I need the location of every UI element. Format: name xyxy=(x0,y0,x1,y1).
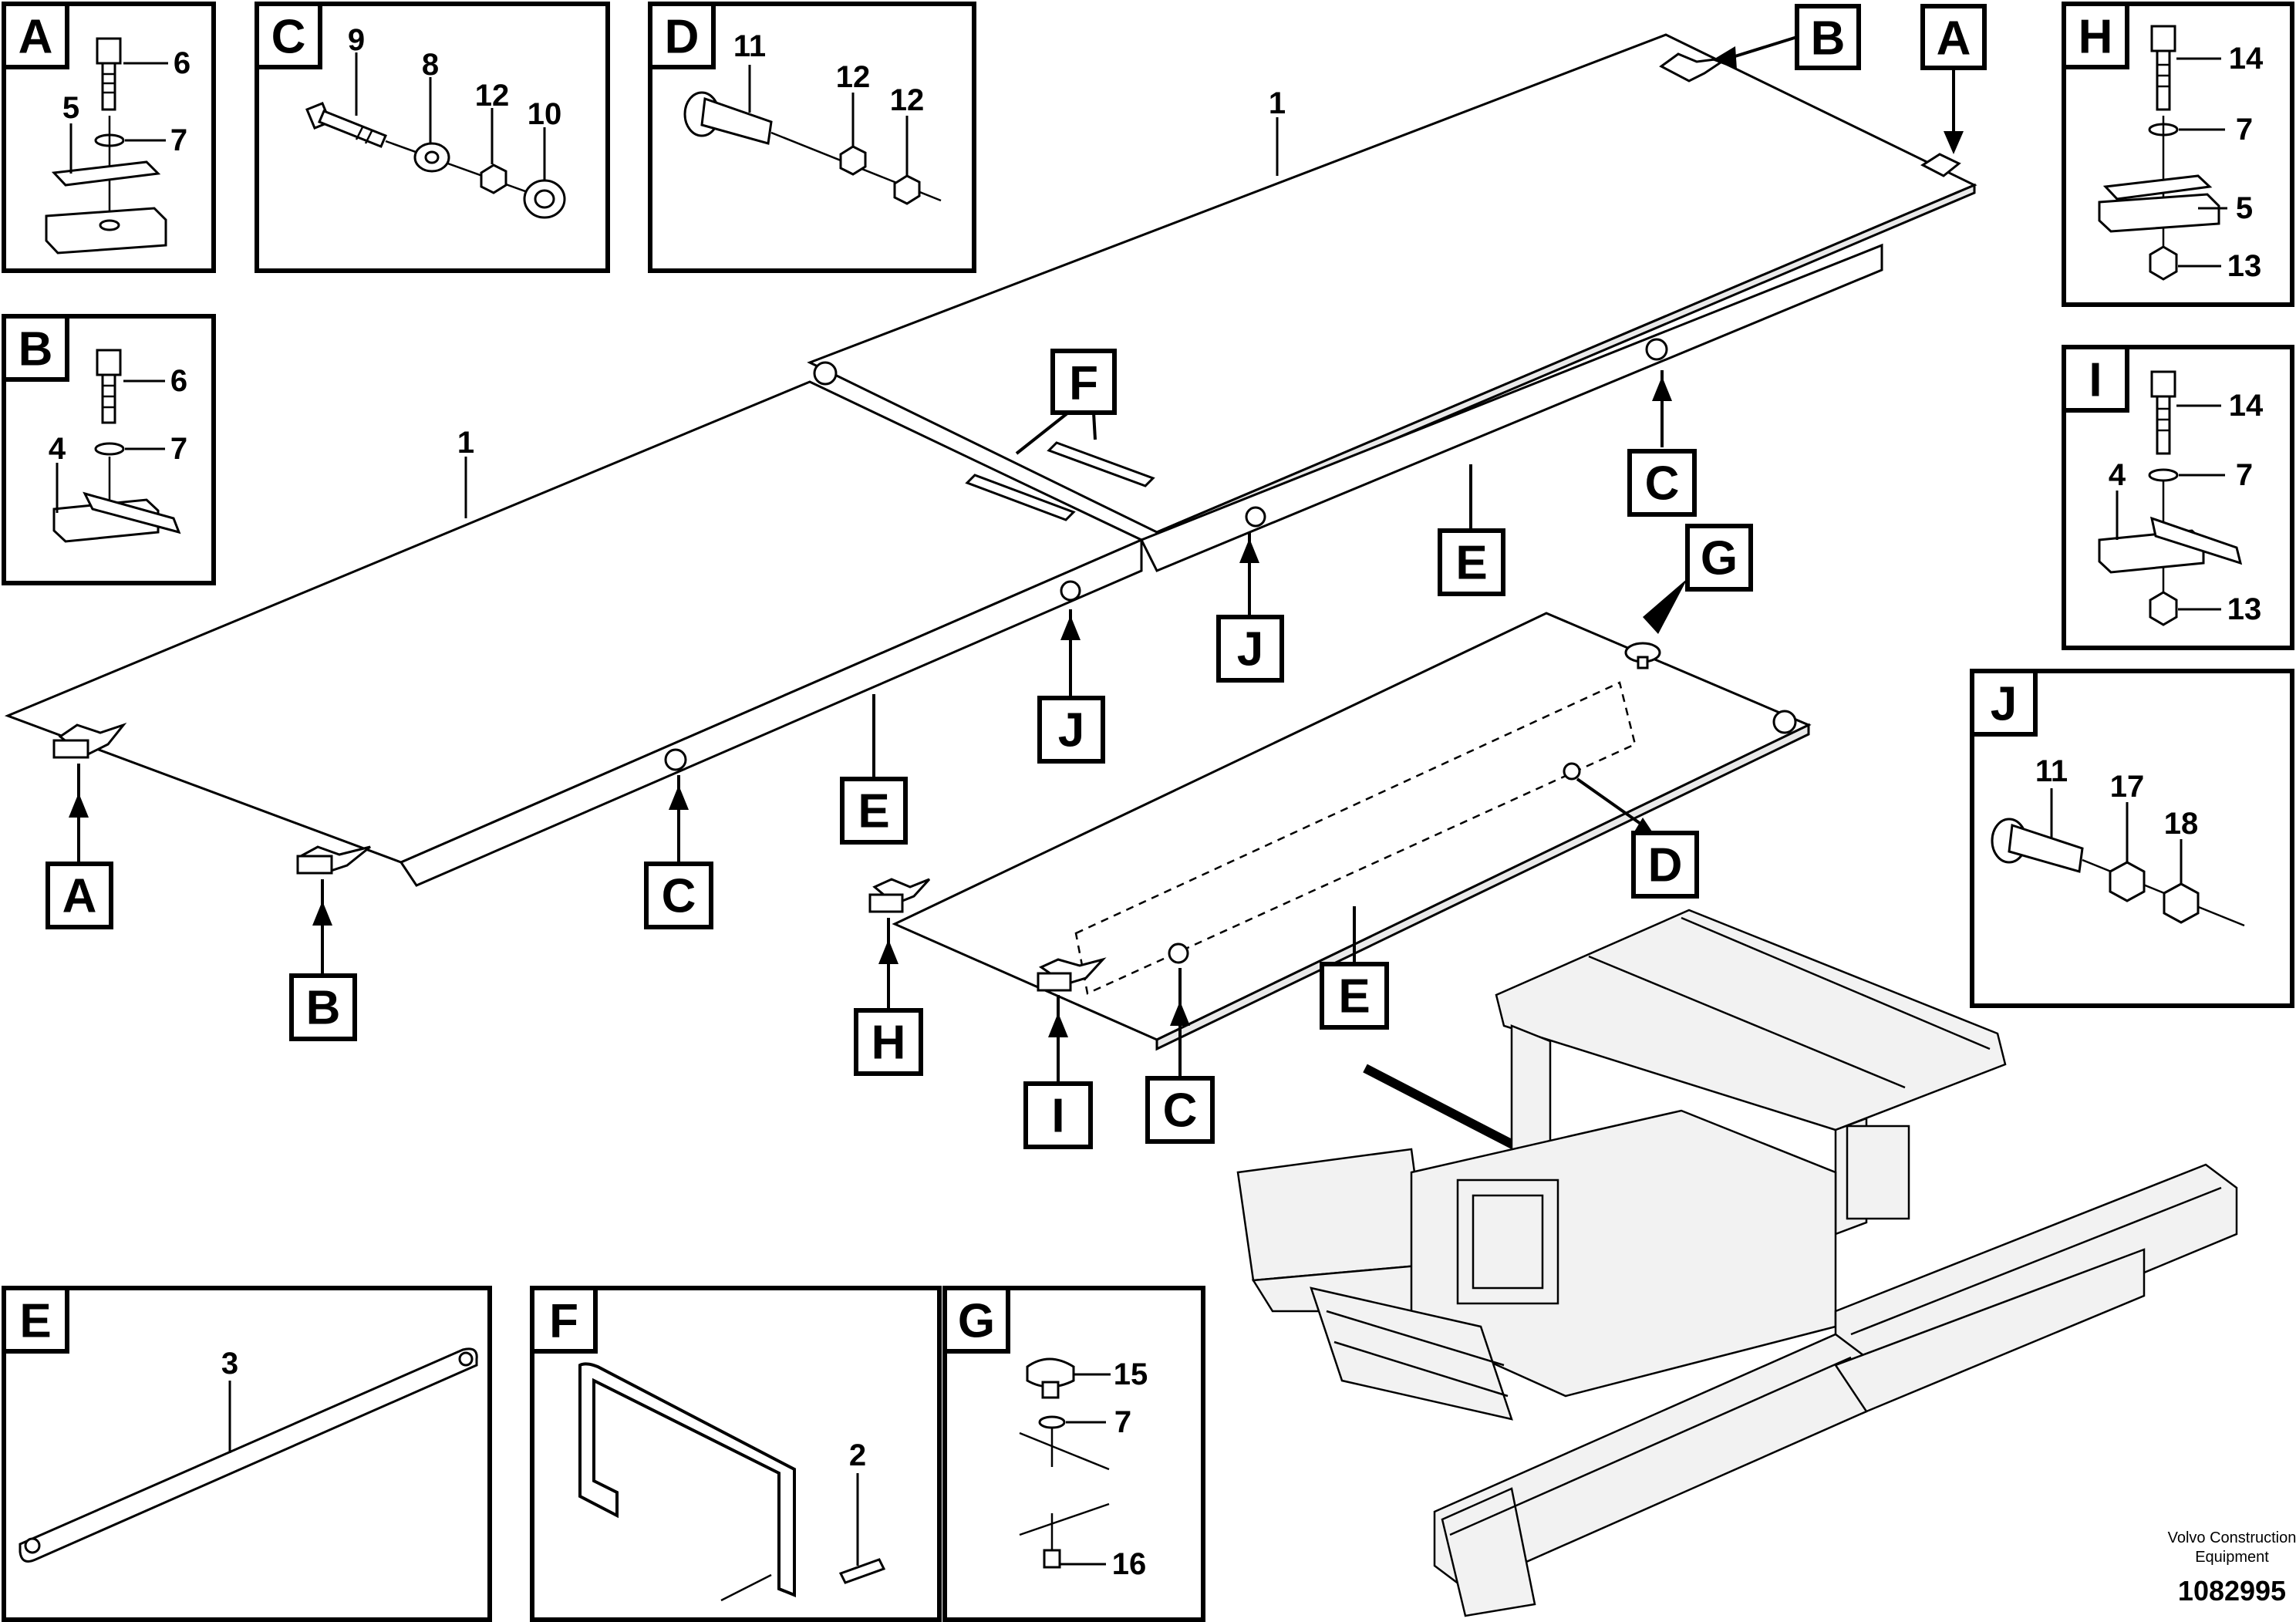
footer-brand-line2: Equipment xyxy=(2195,1549,2269,1566)
callout-j-right: J xyxy=(1237,623,1263,676)
detail-box-b-part-4: 4 xyxy=(49,432,66,466)
detail-box-d-part-12b: 12 xyxy=(890,83,925,117)
detail-box-h-part-14: 14 xyxy=(2229,42,2264,76)
detail-box-f-label: F xyxy=(549,1295,578,1348)
detail-box-h-part-7: 7 xyxy=(2236,113,2253,147)
detail-box-c-part-10: 10 xyxy=(528,97,562,131)
detail-box-d-part-12a: 12 xyxy=(836,60,871,94)
callout-b-top: B xyxy=(1811,12,1846,66)
callout-c-upper: C xyxy=(1645,457,1680,511)
detail-box-b: B 6 7 4 xyxy=(2,314,216,585)
callout-e-lower: E xyxy=(1338,970,1370,1023)
detail-box-a-part-5: 5 xyxy=(62,91,79,125)
callout-j-left: J xyxy=(1058,704,1084,757)
callout-e-upper: E xyxy=(1455,537,1487,590)
detail-box-b-label: B xyxy=(19,323,53,376)
footer-drawing-number: 1082995 xyxy=(2178,1575,2286,1607)
callout-g: G xyxy=(1701,532,1738,585)
detail-box-j-part-18: 18 xyxy=(2164,807,2199,841)
detail-box-h-part-5: 5 xyxy=(2236,191,2253,225)
callout-b-lower: B xyxy=(306,982,341,1035)
detail-box-d: D 11 12 12 xyxy=(648,2,976,273)
detail-box-i-label: I xyxy=(2089,354,2102,407)
main-part-1-lower: 1 xyxy=(457,426,474,460)
detail-box-d-part-11: 11 xyxy=(733,29,766,63)
detail-box-h-label: H xyxy=(2079,11,2113,64)
detail-box-g-part-15: 15 xyxy=(1114,1357,1148,1391)
callout-tags: B A F C E G J J E xyxy=(46,4,1987,1149)
detail-box-c: C 9 8 12 10 xyxy=(255,2,610,273)
detail-box-j-part-17: 17 xyxy=(2110,770,2145,804)
detail-box-c-label: C xyxy=(271,11,306,64)
detail-box-f: F 2 xyxy=(530,1286,942,1622)
detail-box-b-part-7: 7 xyxy=(170,432,187,466)
detail-box-g-label: G xyxy=(958,1295,995,1348)
callout-i: I xyxy=(1051,1090,1064,1143)
detail-box-c-part-12: 12 xyxy=(475,79,510,113)
detail-box-a-part-7: 7 xyxy=(170,123,187,157)
callout-c-lower: C xyxy=(1163,1084,1198,1138)
detail-box-a-label: A xyxy=(19,11,53,64)
callout-a-top: A xyxy=(1937,12,1971,66)
detail-box-j-label: J xyxy=(1991,678,2017,731)
detail-box-h: H 14 7 5 13 xyxy=(2062,2,2294,307)
detail-box-g-part-7: 7 xyxy=(1114,1405,1131,1439)
detail-box-i-part-4: 4 xyxy=(2109,458,2126,492)
drawing-footer: Volvo Construction Equipment 1082995 xyxy=(2168,1529,2296,1607)
detail-box-a-part-6: 6 xyxy=(174,46,190,80)
detail-box-c-part-8: 8 xyxy=(422,48,439,82)
callout-a-lower: A xyxy=(62,870,97,923)
detail-box-e-part-3: 3 xyxy=(221,1347,238,1381)
detail-box-g-part-16: 16 xyxy=(1112,1547,1147,1581)
detail-box-j-part-11: 11 xyxy=(2035,754,2068,788)
callout-c-left: C xyxy=(662,870,696,923)
detail-box-g: G 15 7 16 xyxy=(942,1286,1205,1622)
detail-box-e-label: E xyxy=(19,1295,51,1348)
detail-box-e: E 3 xyxy=(2,1286,492,1622)
detail-box-b-part-6: 6 xyxy=(170,364,187,398)
callout-d: D xyxy=(1648,839,1683,892)
paver-machine-illustration xyxy=(1236,909,2238,1617)
footer-brand-line1: Volvo Construction xyxy=(2168,1529,2296,1546)
callout-h: H xyxy=(872,1017,906,1070)
detail-box-d-label: D xyxy=(665,11,700,64)
detail-box-i-part-14: 14 xyxy=(2229,389,2264,423)
callout-f: F xyxy=(1069,357,1098,410)
main-part-1-upper: 1 xyxy=(1269,86,1286,120)
detail-box-i: I 14 7 4 13 xyxy=(2062,345,2294,650)
detail-box-i-part-7: 7 xyxy=(2236,458,2253,492)
detail-box-i-part-13: 13 xyxy=(2227,592,2262,626)
callout-e-left: E xyxy=(858,785,889,838)
detail-box-f-part-2: 2 xyxy=(849,1438,866,1472)
detail-box-c-part-9: 9 xyxy=(348,23,365,57)
detail-box-a: A 6 7 5 xyxy=(2,2,216,273)
detail-box-h-part-13: 13 xyxy=(2227,249,2262,283)
detail-box-j: J 11 17 18 xyxy=(1970,669,2294,1008)
